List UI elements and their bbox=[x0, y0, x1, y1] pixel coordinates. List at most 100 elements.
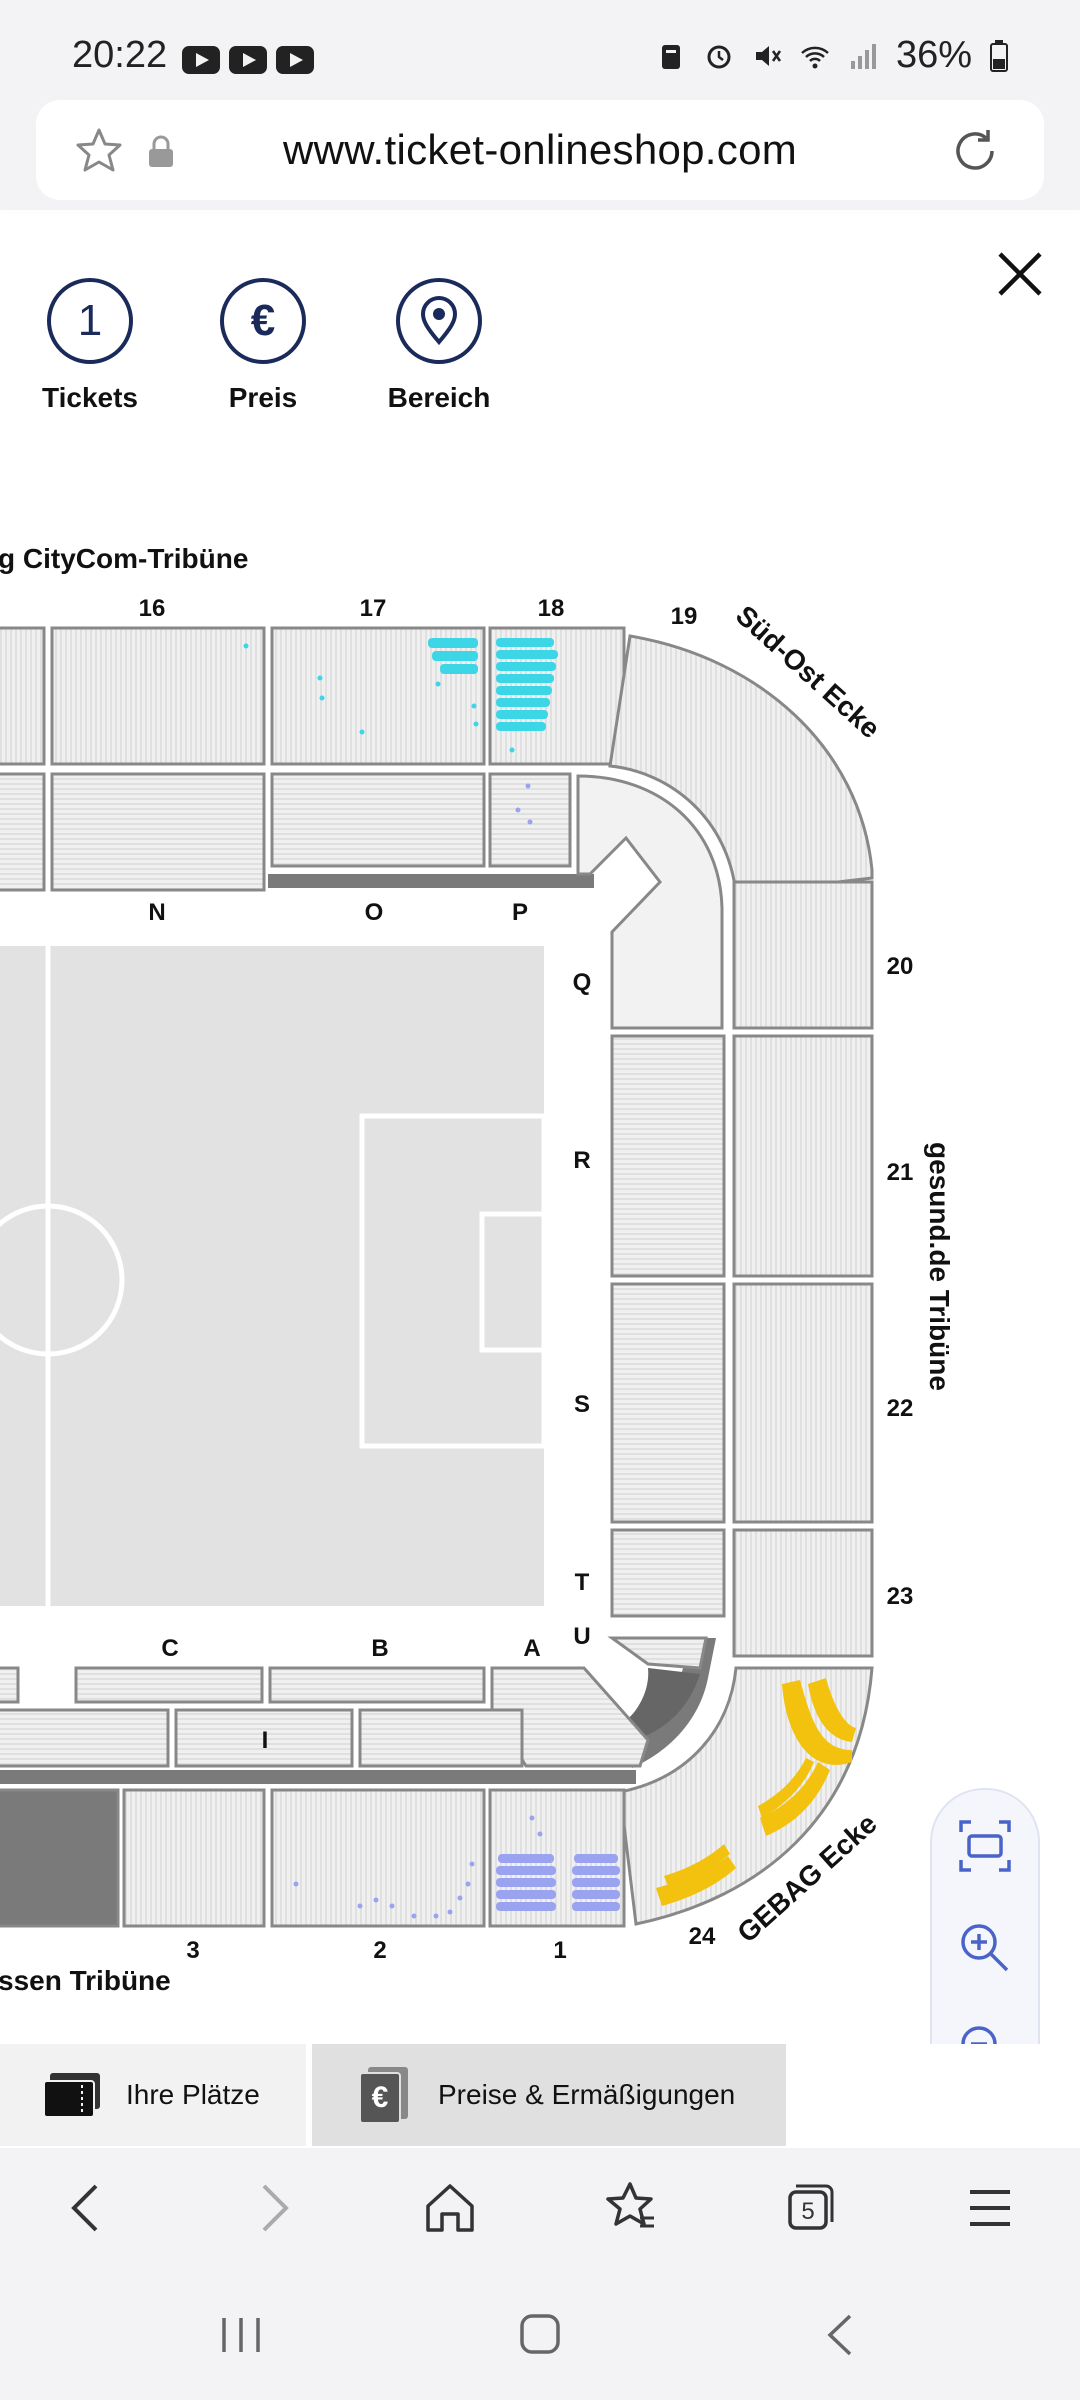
status-bar: 20:22 36% bbox=[0, 0, 1080, 100]
pitch bbox=[0, 946, 544, 1606]
block-letter: T bbox=[575, 1569, 590, 1596]
address-bar[interactable]: www.ticket-onlineshop.com bbox=[36, 100, 1044, 200]
stand-label-right: gesund.de Tribüne bbox=[924, 1142, 955, 1391]
url-text[interactable]: www.ticket-onlineshop.com bbox=[282, 126, 798, 173]
block-S[interactable] bbox=[610, 1282, 726, 1524]
block-C[interactable] bbox=[74, 1666, 264, 1704]
block-22[interactable] bbox=[732, 1282, 874, 1524]
bottom-tabs: Ihre Plätze € Preise & Ermäßigungen bbox=[0, 2044, 1080, 2148]
block-23[interactable] bbox=[732, 1528, 874, 1658]
battery-icon bbox=[990, 39, 1008, 72]
block-number: 21 bbox=[887, 1159, 914, 1186]
filter-price[interactable]: € Preis bbox=[203, 278, 323, 414]
filter-label: Bereich bbox=[387, 382, 491, 413]
block-21[interactable] bbox=[732, 1034, 874, 1278]
block-number: 16 bbox=[139, 595, 166, 622]
filter-tickets[interactable]: 1 Tickets bbox=[30, 278, 150, 414]
available-seats-yellow[interactable] bbox=[656, 1678, 856, 1906]
block-15-upper[interactable] bbox=[0, 626, 46, 766]
system-back-icon[interactable] bbox=[820, 2312, 860, 2358]
close-icon[interactable] bbox=[990, 244, 1050, 304]
available-seats-cyan[interactable] bbox=[243, 638, 559, 753]
status-icons: 36% bbox=[656, 34, 1008, 77]
block-I[interactable] bbox=[174, 1708, 354, 1768]
block-number: 24 bbox=[689, 1923, 716, 1950]
block-N[interactable] bbox=[50, 772, 266, 892]
block-B[interactable] bbox=[268, 1666, 486, 1704]
system-navigation-bar bbox=[0, 2268, 1080, 2400]
block-19[interactable] bbox=[608, 634, 874, 896]
tabs-icon bbox=[788, 2184, 834, 2230]
stand-label-top: g CityCom-Tribüne bbox=[0, 543, 248, 574]
block-number: 19 bbox=[671, 603, 698, 630]
block-letter: R bbox=[573, 1147, 590, 1174]
browser-toolbar: 5 bbox=[0, 2148, 1080, 2268]
block-letter: S bbox=[574, 1391, 590, 1418]
bookmarks-icon[interactable] bbox=[600, 2178, 660, 2238]
block-D[interactable] bbox=[0, 1666, 20, 1704]
available-seats-lavender[interactable] bbox=[293, 783, 621, 1919]
block-H[interactable] bbox=[0, 1708, 170, 1768]
home-button-icon[interactable] bbox=[516, 2312, 564, 2358]
tab-prices-discounts[interactable]: € Preise & Ermäßigungen bbox=[312, 2044, 786, 2146]
block-letter: N bbox=[148, 899, 165, 926]
block-K[interactable] bbox=[358, 1708, 524, 1768]
block-17[interactable] bbox=[270, 626, 486, 766]
block-2[interactable] bbox=[270, 1788, 486, 1928]
price-tag-icon: € bbox=[359, 2067, 408, 2124]
block-O[interactable] bbox=[270, 772, 486, 868]
block-U-seats[interactable] bbox=[607, 1636, 708, 1670]
home-icon[interactable] bbox=[420, 2178, 480, 2238]
block-R[interactable] bbox=[610, 1034, 726, 1278]
euro-icon: € bbox=[220, 278, 306, 364]
lock-icon bbox=[149, 135, 173, 167]
block-number: 17 bbox=[360, 595, 387, 622]
tab-your-seats[interactable]: Ihre Plätze bbox=[0, 2044, 306, 2146]
block-number: 22 bbox=[887, 1395, 914, 1422]
tabs-button[interactable]: 5 bbox=[778, 2178, 838, 2238]
block-letter: O bbox=[365, 899, 384, 926]
youtube-notification-icon bbox=[229, 46, 267, 74]
fit-to-screen-icon[interactable] bbox=[955, 1816, 1015, 1876]
tab-label: Ihre Plätze bbox=[126, 2079, 260, 2110]
reload-icon[interactable] bbox=[948, 124, 1002, 178]
block-18[interactable] bbox=[488, 626, 626, 766]
block-number: 18 bbox=[538, 595, 565, 622]
block-20[interactable] bbox=[732, 880, 874, 1030]
block-4[interactable] bbox=[0, 1788, 120, 1928]
block-letter: Q bbox=[573, 969, 592, 996]
stand-label-bottom: ssen Tribüne bbox=[0, 1965, 171, 1996]
block-number: 2 bbox=[373, 1937, 386, 1964]
block-U[interactable] bbox=[624, 1668, 700, 1738]
block-16[interactable] bbox=[50, 626, 266, 766]
ticket-count-icon: 1 bbox=[47, 278, 133, 364]
block-Q[interactable] bbox=[576, 774, 724, 1030]
forward-icon[interactable] bbox=[242, 2178, 302, 2238]
status-time: 20:22 bbox=[72, 34, 168, 76]
filter-area[interactable]: Bereich bbox=[379, 278, 499, 414]
address-bar-container: www.ticket-onlineshop.com bbox=[0, 100, 1080, 210]
bookmark-star-icon[interactable] bbox=[74, 126, 124, 176]
recent-apps-icon[interactable] bbox=[218, 2314, 264, 2356]
tab-count: 5 bbox=[801, 2198, 815, 2225]
block-number: 20 bbox=[887, 953, 914, 980]
clipboard-icon bbox=[661, 44, 680, 69]
menu-icon[interactable] bbox=[960, 2178, 1020, 2238]
stadium-map[interactable]: g CityCom-Tribüne Süd-Ost Ecke gesund.de… bbox=[0, 488, 1080, 2040]
mute-icon bbox=[755, 45, 781, 66]
block-3[interactable] bbox=[122, 1788, 266, 1928]
block-letter: C bbox=[161, 1635, 178, 1662]
wifi-icon bbox=[801, 46, 829, 68]
battery-percent: 36% bbox=[895, 34, 972, 76]
svg-text:€: € bbox=[372, 2081, 389, 2114]
location-pin-icon bbox=[396, 278, 482, 364]
stadium-map-canvas[interactable]: g CityCom-Tribüne Süd-Ost Ecke gesund.de… bbox=[0, 488, 1080, 2040]
block-T[interactable] bbox=[610, 1528, 726, 1618]
signal-icon bbox=[850, 43, 876, 69]
zoom-in-icon[interactable] bbox=[955, 1918, 1015, 1978]
block-M[interactable] bbox=[0, 772, 46, 892]
back-icon[interactable] bbox=[58, 2178, 118, 2238]
tickets-icon bbox=[43, 2073, 100, 2118]
block-letter: A bbox=[523, 1635, 540, 1662]
tab-label: Preise & Ermäßigungen bbox=[438, 2079, 736, 2110]
